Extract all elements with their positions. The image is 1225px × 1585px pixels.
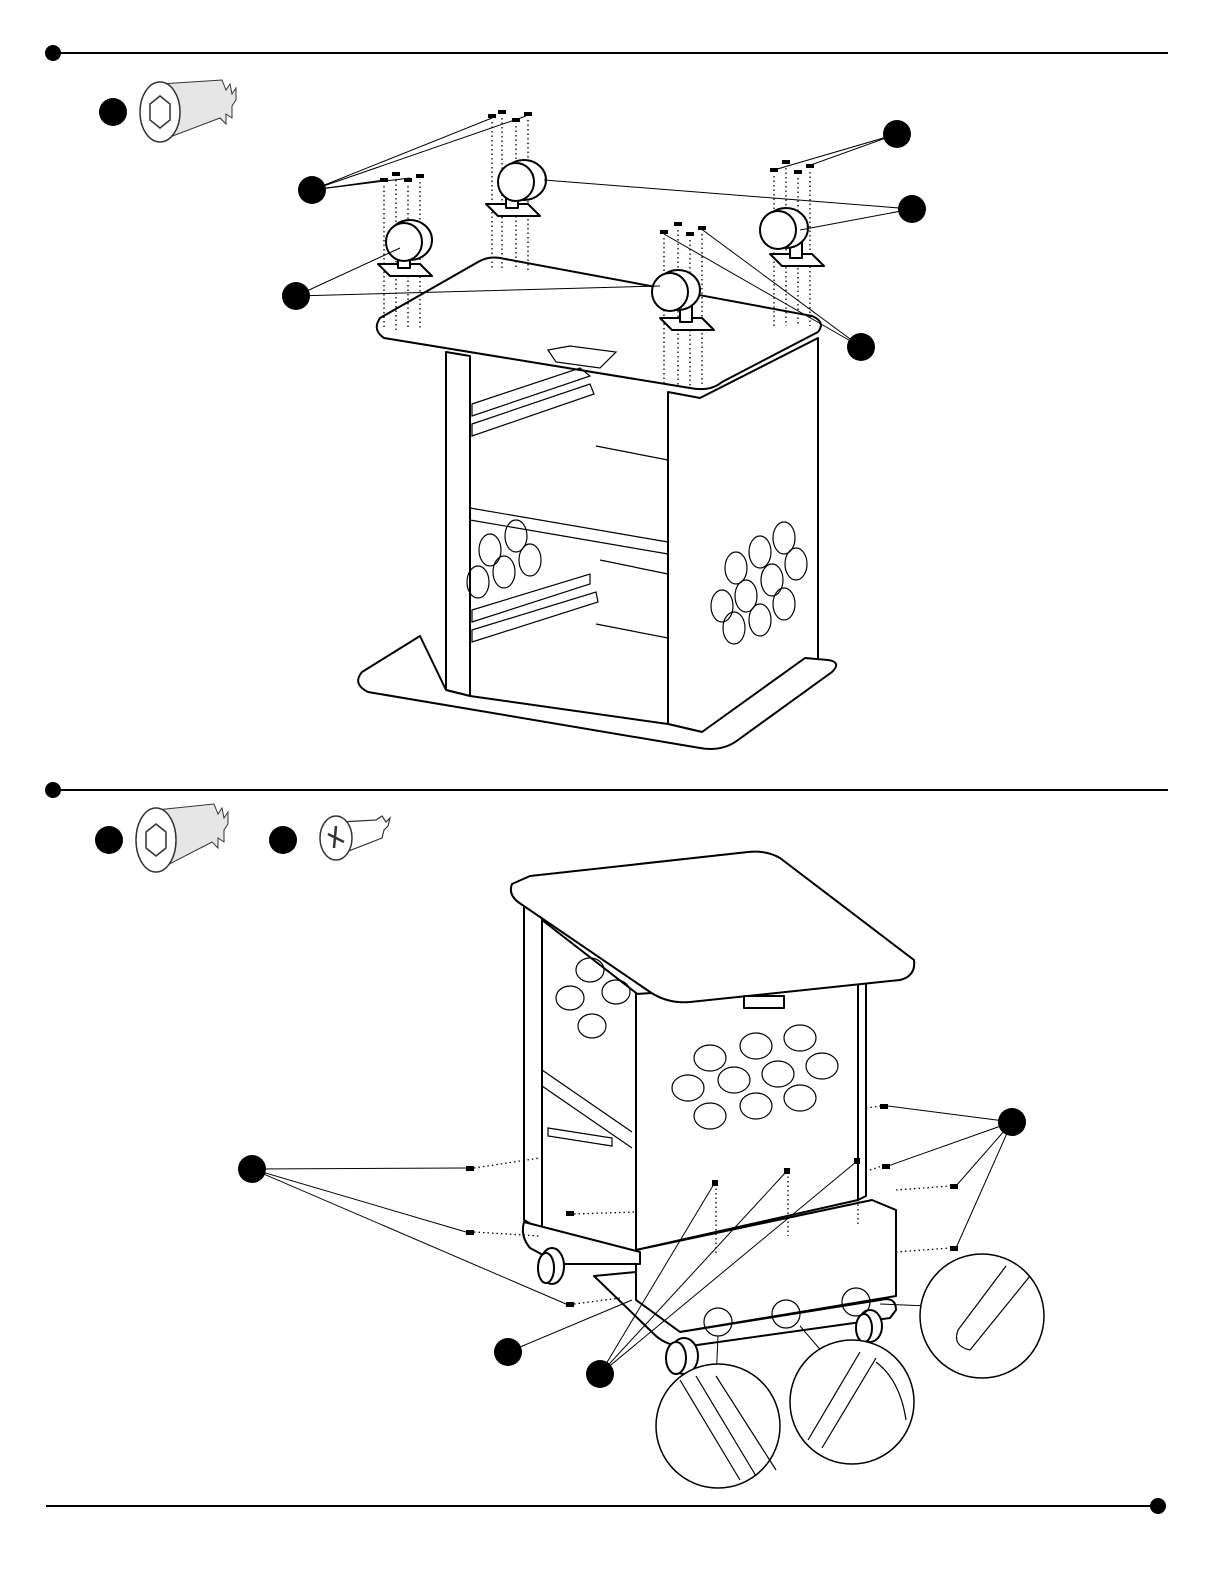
footer-marker-dot [1150, 1498, 1166, 1514]
caster-wheel [378, 220, 432, 276]
callout-marker [898, 195, 926, 223]
cart-upside-down-diagram [358, 110, 836, 749]
detail-view-circle [790, 1340, 914, 1464]
step-2-hardware-legend [95, 804, 390, 872]
cart-side-panel-left [446, 352, 470, 696]
self-tapping-screw-icon [320, 816, 390, 860]
hex-socket-bolt-icon [140, 80, 236, 142]
hardware-callout-a [95, 826, 123, 854]
caster-wheel [486, 160, 546, 216]
callout-marker [238, 1155, 266, 1183]
hardware-callout-b [269, 826, 297, 854]
callout-marker [282, 282, 310, 310]
hex-socket-bolt-icon [136, 804, 228, 872]
step-1-section [45, 45, 1168, 749]
callout-marker [586, 1360, 614, 1388]
caster-bolts [380, 110, 814, 236]
callout-marker [847, 333, 875, 361]
side-cutouts-left [467, 520, 541, 598]
callout-marker [998, 1108, 1026, 1136]
cart-left-frame [524, 900, 542, 1230]
hardware-callout-a [99, 98, 127, 126]
detail-view-circle [920, 1254, 1044, 1378]
step-2-section [45, 782, 1168, 1488]
cart-assembled-diagram [466, 852, 958, 1374]
step-1-hardware-legend [99, 80, 236, 142]
cart-right-rail [858, 976, 866, 1200]
detail-view-circle [656, 1364, 780, 1488]
footer-rule [46, 1498, 1166, 1514]
caster-wheel [760, 208, 824, 266]
callout-marker [298, 176, 326, 204]
callout-marker [883, 120, 911, 148]
callout-marker [494, 1338, 522, 1366]
